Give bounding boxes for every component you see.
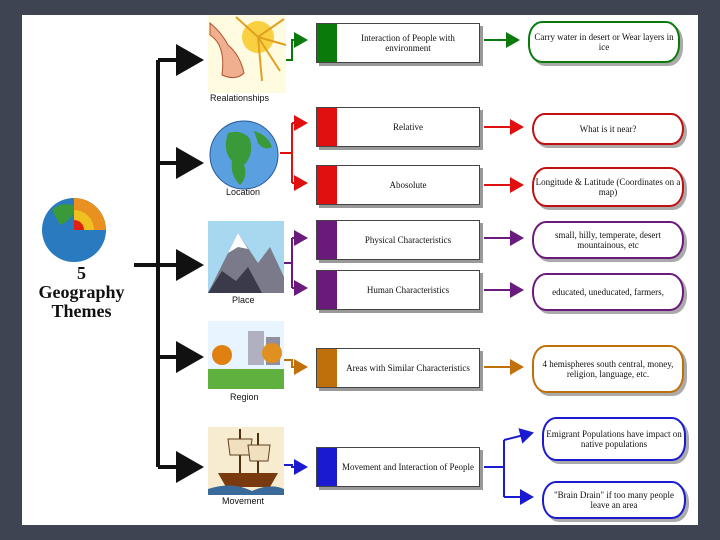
cloud-physical-examples: small, hilly, temperate, desert mountain… (532, 221, 684, 259)
slide: 5 Geography Themes (22, 15, 698, 525)
cloud-longitude-latitude: Longitude & Latitude (Coordinates on a m… (532, 167, 684, 207)
theme-label-relationships: Realationships (210, 93, 270, 103)
title-line-2: Geography (38, 282, 125, 302)
cloud-carry-water: Carry water in desert or Wear layers in … (528, 21, 680, 63)
box-physical-characteristics: Physical Characteristics (316, 220, 480, 260)
box-label: Relative (393, 122, 423, 132)
box-similar-characteristics: Areas with Similar Characteristics (316, 348, 480, 388)
box-label: Human Characteristics (366, 285, 450, 295)
box-color-bar (317, 448, 337, 486)
theme-label-movement: Movement (222, 496, 265, 506)
box-label: Physical Characteristics (364, 235, 452, 245)
title-line-3: Themes (51, 301, 112, 321)
box-human-characteristics: Human Characteristics (316, 270, 480, 310)
box-color-bar (317, 108, 337, 146)
box-movement-interaction: Movement and Interaction of People (316, 447, 480, 487)
box-label: Areas with Similar Characteristics (346, 363, 470, 373)
box-color-bar (317, 24, 337, 62)
theme-label-location: Location (226, 187, 261, 197)
connector-lines (134, 32, 534, 505)
box-label: Movement and Interaction of People (342, 462, 474, 472)
box-color-bar (317, 166, 337, 204)
cloud-human-examples: educated, uneducated, farmers, (532, 273, 684, 311)
cloud-region-examples: 4 hemispheres south central, money, reli… (532, 345, 684, 393)
box-label: Interaction of People with environment (361, 33, 455, 53)
box-color-bar (317, 349, 337, 387)
title-line-1: 5 (77, 263, 86, 283)
cloud-emigrant-populations: Emigrant Populations have impact on nati… (542, 417, 686, 461)
box-color-bar (317, 271, 337, 309)
box-color-bar (317, 221, 337, 259)
box-relative: Relative (316, 107, 480, 147)
diagram-title: 5 Geography Themes (24, 264, 139, 321)
cloud-brain-drain: "Brain Drain" if too many people leave a… (542, 481, 686, 519)
theme-label-region: Region (230, 392, 259, 402)
theme-label-place: Place (232, 295, 255, 305)
box-interaction-environment: Interaction of People with environment (316, 23, 480, 63)
box-absolute: Abosolute (316, 165, 480, 205)
cloud-what-near: What is it near? (532, 113, 684, 145)
box-label: Abosolute (389, 180, 427, 190)
